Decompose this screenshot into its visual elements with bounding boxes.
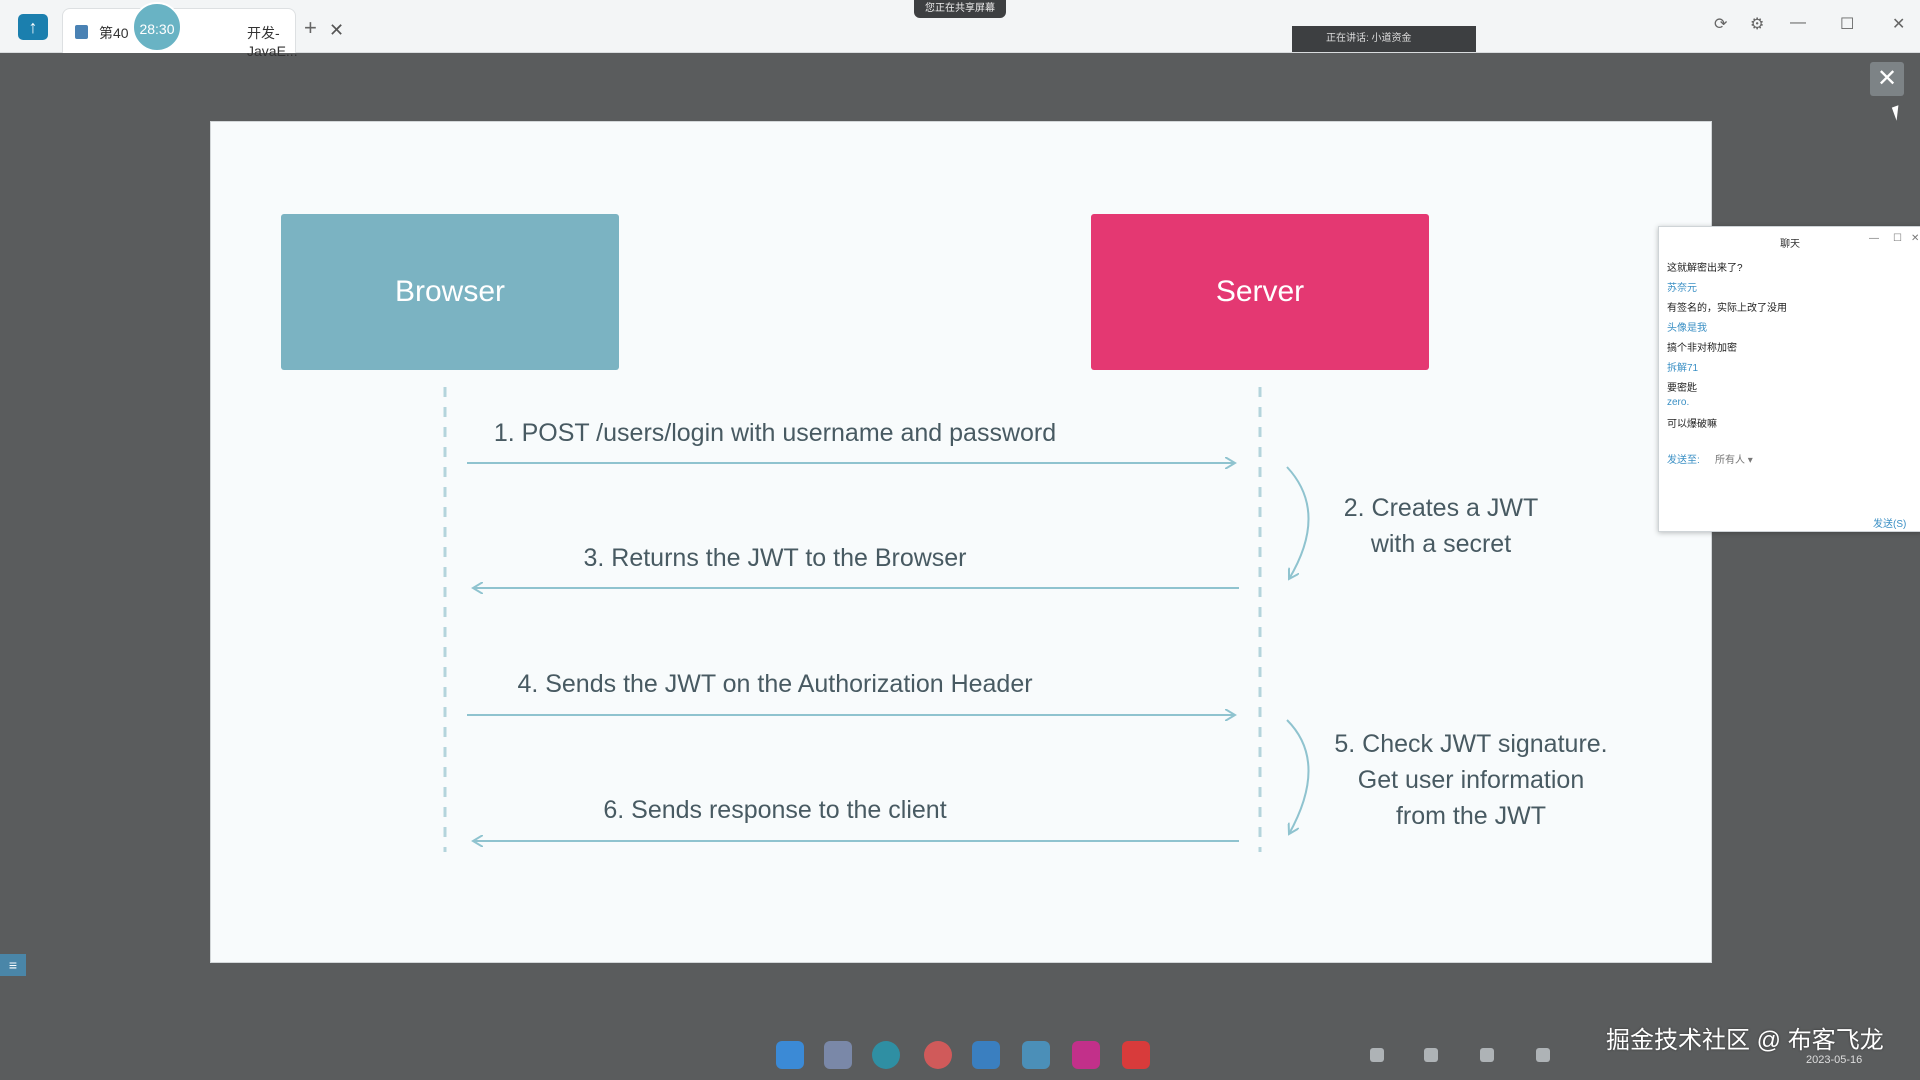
- window-close-button[interactable]: ✕: [1892, 16, 1906, 33]
- tray-app-icon[interactable]: [1480, 1048, 1494, 1062]
- watermark: 掘金技术社区 @ 布客飞龙: [1606, 1027, 1884, 1054]
- windows-start-icon[interactable]: [776, 1041, 804, 1069]
- step-5-line-1: 5. Check JWT signature.: [1334, 730, 1608, 758]
- speaker-status: 正在讲话: 小道资金: [1292, 26, 1476, 52]
- chat-panel[interactable]: 聊天 — ☐ ✕ 这就解密出来了? 苏奈元 有签名的，实际上改了没用 头像是我 …: [1658, 226, 1920, 532]
- edge-browser-icon[interactable]: [872, 1041, 900, 1069]
- tray-network-icon[interactable]: [1370, 1048, 1384, 1062]
- photos-icon[interactable]: [1022, 1041, 1050, 1069]
- browser-box: Browser: [281, 214, 619, 370]
- step-5-line-3: from the JWT: [1395, 802, 1546, 830]
- tray-display-icon[interactable]: [1536, 1048, 1550, 1062]
- mouse-cursor-icon: [1891, 105, 1904, 121]
- document-icon: [75, 25, 88, 39]
- chat-message: 有签名的，实际上改了没用: [1667, 303, 1787, 314]
- screen-share-status[interactable]: 您正在共享屏幕: [914, 0, 1006, 18]
- step-5-line-2: Get user information: [1357, 766, 1585, 794]
- step-2-note: 2. Creates a JWT with a secret: [1321, 490, 1561, 562]
- chat-close-button[interactable]: ✕: [1911, 233, 1920, 244]
- meeting-app-icon[interactable]: [972, 1041, 1000, 1069]
- tab-title: 开发-JavaE...: [247, 25, 298, 59]
- chat-message: 要密匙: [1667, 383, 1697, 394]
- chat-message: 搞个非对称加密: [1667, 343, 1737, 354]
- file-explorer-icon[interactable]: [824, 1041, 852, 1069]
- tab-close-icon[interactable]: ✕: [329, 20, 345, 40]
- chat-message: 可以爆破嘛: [1667, 419, 1717, 430]
- intellij-icon[interactable]: [1072, 1041, 1100, 1069]
- chat-title: 聊天: [1780, 239, 1800, 250]
- send-to-label: 发送至:: [1667, 455, 1700, 466]
- chat-sender: 拆解71: [1667, 363, 1699, 374]
- minimize-button[interactable]: —: [1790, 14, 1806, 31]
- step-6-label: 6. Sends response to the client: [603, 796, 947, 824]
- chat-sender: 头像是我: [1667, 323, 1707, 334]
- app-logo-icon[interactable]: ↑: [18, 14, 48, 40]
- settings-gear-icon[interactable]: ⚙: [1750, 16, 1765, 33]
- step-2-line-2: with a secret: [1370, 530, 1512, 558]
- overlay-close-button[interactable]: ✕: [1870, 62, 1904, 96]
- step-5-note: 5. Check JWT signature. Get user informa…: [1321, 726, 1621, 834]
- chat-restore-button[interactable]: ☐: [1893, 233, 1902, 244]
- maximize-button[interactable]: ☐: [1840, 16, 1855, 33]
- recording-timer: 28:30: [132, 2, 182, 52]
- slides-app-icon[interactable]: [1122, 1041, 1150, 1069]
- send-to-select[interactable]: 所有人 ▾: [1715, 455, 1753, 466]
- chat-send-button[interactable]: 发送(S): [1873, 519, 1907, 530]
- step-2-line-1: 2. Creates a JWT: [1343, 494, 1539, 522]
- step-3-label: 3. Returns the JWT to the Browser: [583, 544, 967, 572]
- chat-minimize-button[interactable]: —: [1869, 233, 1879, 244]
- taskbar-date: 2023-05-16: [1806, 1054, 1863, 1066]
- step-1-label: 1. POST /users/login with username and p…: [493, 419, 1057, 447]
- chat-message: 这就解密出来了?: [1667, 263, 1743, 274]
- server-box: Server: [1091, 214, 1429, 370]
- refresh-icon[interactable]: ⟳: [1714, 16, 1728, 33]
- chrome-icon[interactable]: [924, 1041, 952, 1069]
- chat-sender: 苏奈元: [1667, 283, 1697, 294]
- window-titlebar: ↑ 第40 开发-JavaE... ✕ 28:30 + 您正在共享屏幕 正在讲话…: [0, 0, 1920, 59]
- sequence-diagram-lines: [443, 387, 1310, 852]
- tab-number: 第40: [99, 25, 129, 41]
- presentation-slide: Browser Server 1. POST /users/login with…: [210, 121, 1712, 963]
- step-4-label: 4. Sends the JWT on the Authorization He…: [517, 670, 1033, 698]
- tray-shield-icon[interactable]: [1424, 1048, 1438, 1062]
- side-toolbar-icon[interactable]: ≡: [0, 954, 26, 976]
- new-tab-button[interactable]: +: [304, 15, 317, 40]
- chat-sender: zero.: [1667, 397, 1690, 408]
